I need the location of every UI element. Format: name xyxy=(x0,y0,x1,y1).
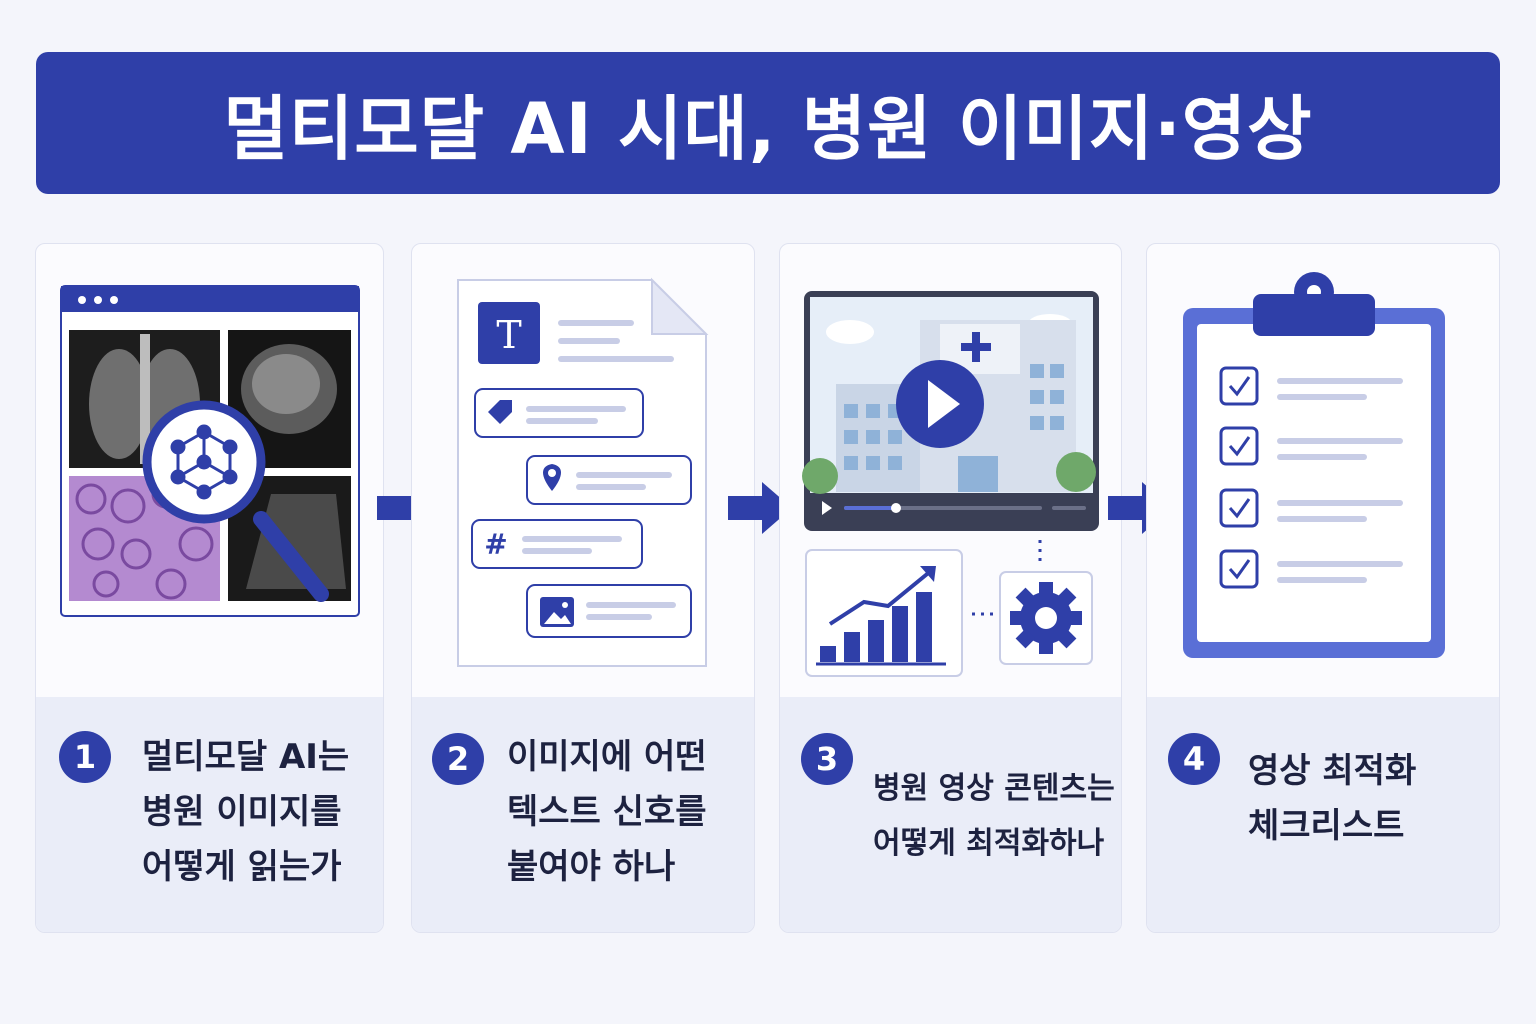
step-caption-1: 멀티모달 AI는 병원 이미지를 어떻게 읽는가 xyxy=(142,737,350,887)
step-number-2: 2 xyxy=(432,733,484,785)
document-tags-icon: T # xyxy=(457,277,709,667)
hospital-video-player-icon xyxy=(802,291,1099,677)
step-card-3: 3 병원 영상 콘텐츠는 어떻게 최적화하나 xyxy=(779,243,1122,933)
step-number-4: 4 xyxy=(1168,733,1220,785)
step-card-1: 1 멀티모달 AI는 병원 이미지를 어떻게 읽는가 xyxy=(35,243,384,933)
step-card-2: T # 2 이미지에 어떤 텍스트 신호를 붙여야 하나 xyxy=(411,243,755,933)
medical-imaging-magnifier-icon xyxy=(60,285,360,617)
step-card-4: 4 영상 최적화 체크리스트 xyxy=(1146,243,1500,933)
page-title: 멀티모달 AI 시대, 병원 이미지·영상 xyxy=(223,87,1313,170)
step-number-1: 1 xyxy=(59,731,111,783)
flow-arrow-2 xyxy=(728,482,792,534)
text-format-letter: T xyxy=(496,313,521,357)
step-caption-4: 영상 최적화 체크리스트 xyxy=(1248,751,1417,846)
title-banner: 멀티모달 AI 시대, 병원 이미지·영상 xyxy=(36,52,1500,194)
step-caption-2: 이미지에 어떤 텍스트 신호를 붙여야 하나 xyxy=(507,737,707,887)
hashtag-icon: # xyxy=(484,528,507,561)
clipboard-checklist-icon xyxy=(1183,272,1445,658)
step-caption-3: 병원 영상 콘텐츠는 어떻게 최적화하나 xyxy=(873,771,1115,861)
step-number-3: 3 xyxy=(801,733,853,785)
